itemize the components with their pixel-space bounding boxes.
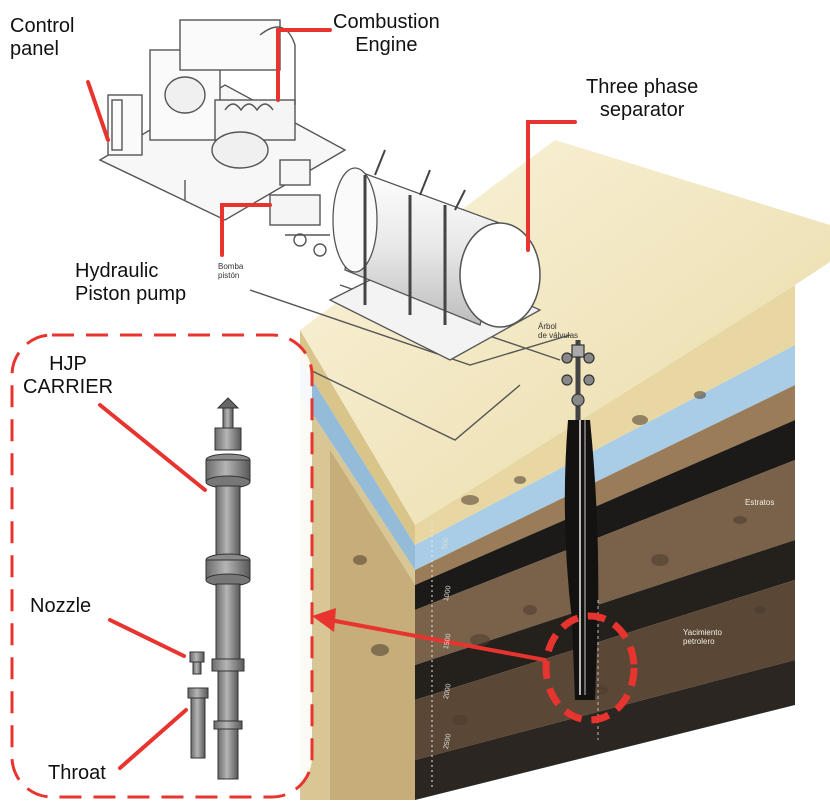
surface-equipment: [98, 19, 571, 441]
hjp-detail-panel: [10, 333, 314, 799]
label-combustion-engine: Combustion Engine: [333, 11, 440, 56]
throat-leader: [118, 708, 188, 770]
label-three-phase-separator: Three phase separator: [586, 76, 699, 121]
nozzle-part: [189, 651, 205, 675]
strata-right-reservoir: [415, 580, 795, 760]
control-panel-box: [107, 94, 143, 156]
pipe-line: [249, 289, 571, 366]
separator-tank: [328, 149, 542, 361]
pebbles: [353, 391, 766, 725]
strata-right-bottom: [415, 660, 795, 800]
nozzle-leader: [108, 618, 186, 658]
callout-lines: [86, 28, 577, 770]
strata-left-brown: [330, 450, 415, 800]
strata-right-dark2: [415, 540, 795, 700]
label-yacimiento: Yacimiento petrolero: [683, 628, 722, 646]
throat-part: [187, 687, 209, 759]
pump-leader: [220, 203, 272, 257]
strata-right-water: [415, 345, 795, 570]
strata-left-sand: [300, 330, 415, 545]
strata-right-brown: [415, 385, 795, 585]
strata-right-sand: [415, 285, 795, 545]
hjp-carrier-leader: [98, 403, 207, 492]
strata-right-dark: [415, 420, 795, 610]
separator-leader: [526, 120, 577, 252]
label-bomba-piston: Bomba pistón: [218, 262, 244, 280]
strata-left-water: [300, 360, 415, 570]
label-hjp-carrier: HJP CARRIER: [23, 353, 114, 398]
piston-pump: [269, 194, 321, 226]
label-control-panel: Control panel: [10, 15, 75, 60]
reservoir-highlight: [542, 612, 638, 724]
strata-right-mid: [415, 460, 795, 665]
reservoir-arrow-leader: [328, 618, 547, 662]
wellhead: [561, 340, 595, 420]
control-panel-leader: [86, 80, 110, 142]
label-estratos: Estratos: [745, 498, 775, 507]
label-throat: Throat: [48, 762, 106, 784]
label-hydraulic-piston-pump: Hydraulic Piston pump: [75, 260, 187, 305]
combustion-engine-leader: [276, 28, 332, 102]
label-arbol-valvulas: Árbol de válvulas: [538, 322, 579, 340]
hjp-carrier-tool: [205, 397, 251, 780]
label-nozzle: Nozzle: [30, 595, 92, 617]
arrowhead: [312, 608, 336, 632]
